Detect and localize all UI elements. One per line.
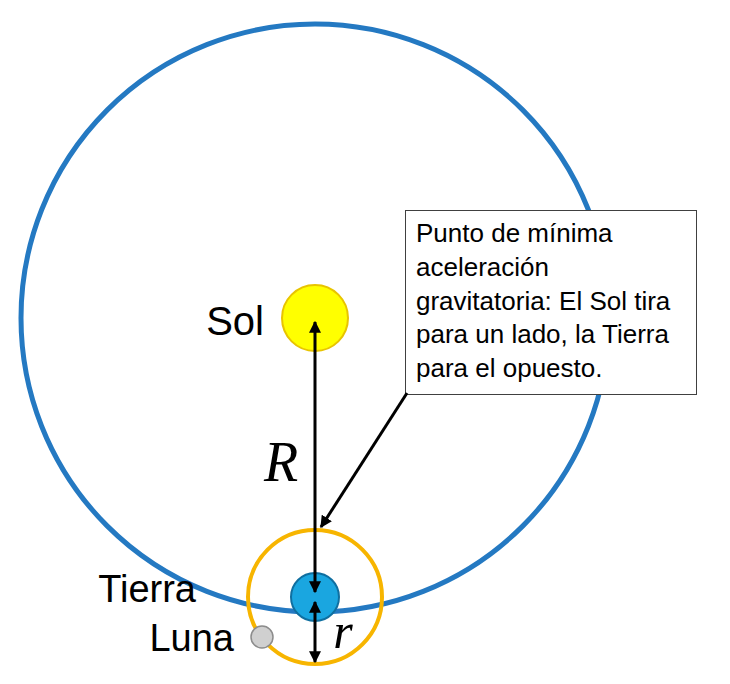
distance-arrow-r (314, 602, 317, 662)
distance-label: R (264, 434, 298, 490)
distance-label: r (333, 606, 352, 656)
callout-text: Punto de mínima aceleración gravitatoria… (416, 217, 686, 386)
callout-box: Punto de mínima aceleración gravitatoria… (405, 210, 697, 395)
moon-disc (251, 626, 273, 648)
earth-label: Tierra (98, 570, 196, 608)
distance-arrow-R (314, 322, 317, 592)
callout-leader (321, 393, 407, 527)
sun-label: Sol (206, 301, 264, 341)
moon-label: Luna (149, 619, 234, 657)
